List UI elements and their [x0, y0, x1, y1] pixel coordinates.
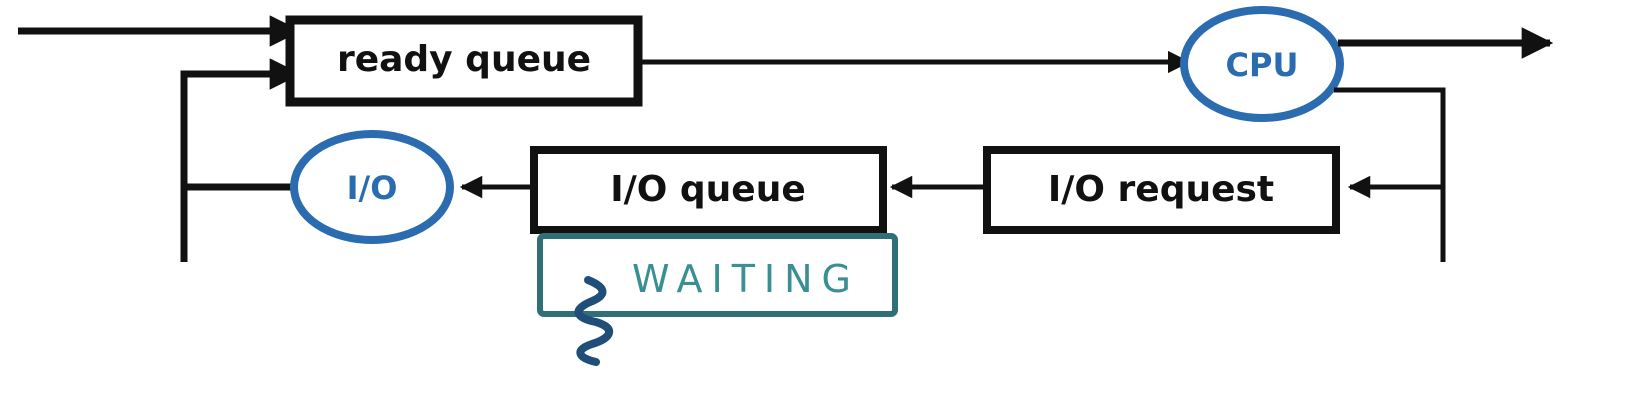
waiting-squiggle [574, 276, 613, 366]
cpu-to-io-request-path [1334, 87, 1446, 262]
cpu-oval [1180, 6, 1344, 122]
io-queue-label: I/O queue [610, 169, 806, 210]
cpu-label: CPU [1226, 46, 1299, 84]
io-label: I/O [347, 169, 398, 207]
waiting-box [537, 233, 898, 317]
io-queue-box [530, 146, 887, 234]
return-path-line [180, 58, 302, 262]
ready-queue-label: ready queue [337, 39, 591, 80]
io-request-label: I/O request [1048, 169, 1274, 210]
io-oval [290, 130, 454, 244]
ready-queue-box [285, 15, 643, 107]
io-request-box [983, 146, 1340, 234]
waiting-label: WAITING [632, 257, 860, 301]
